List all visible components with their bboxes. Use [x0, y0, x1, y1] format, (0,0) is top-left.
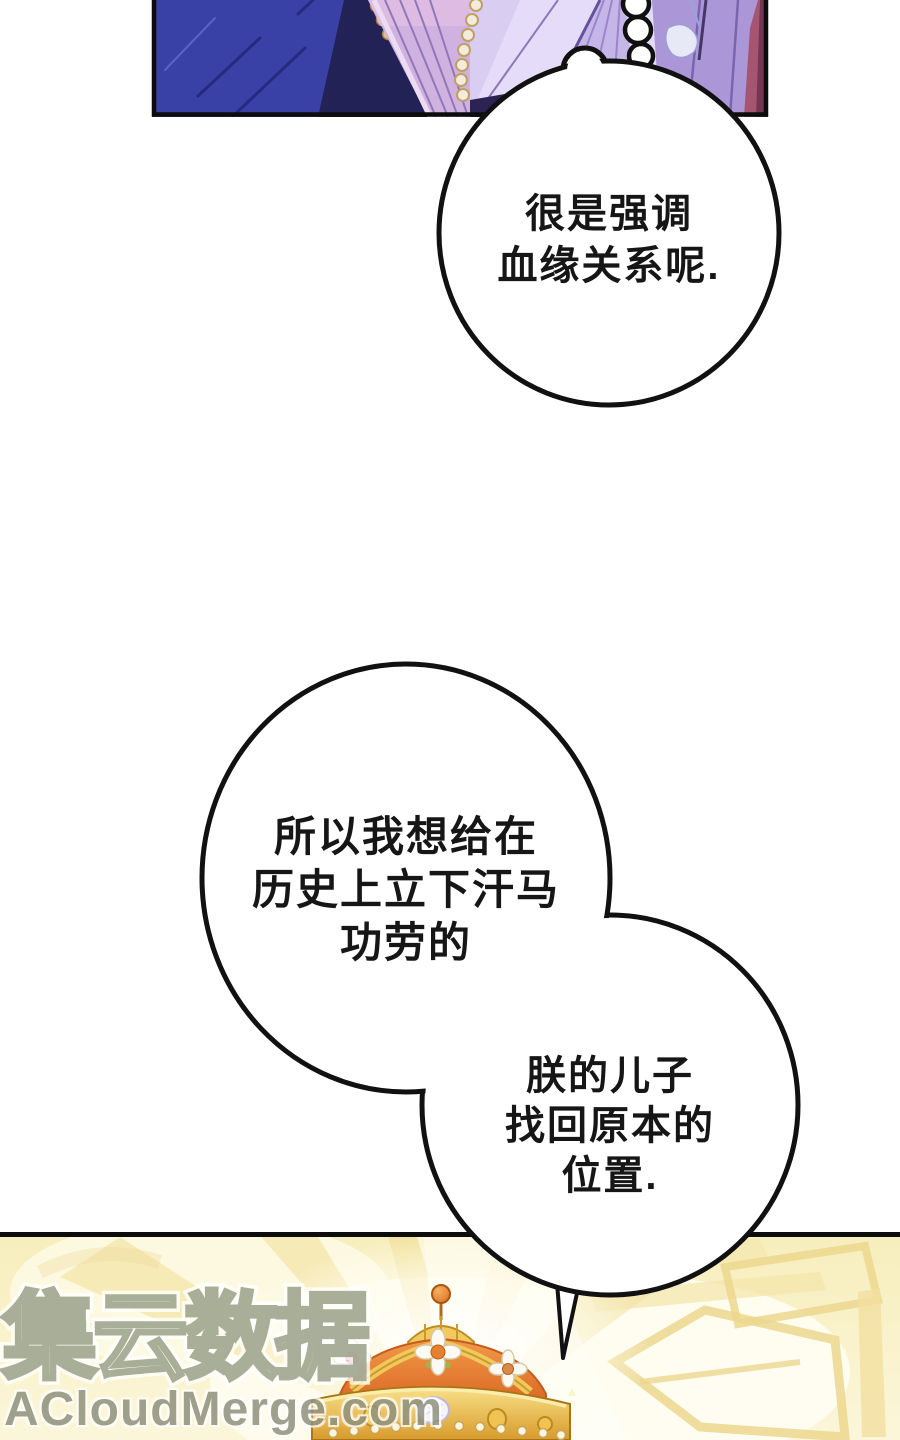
dialogue-bubble-2-text: 所以我想给在 历史上立下汗马 功劳的 [186, 810, 626, 969]
dialogue-line: 功劳的 [339, 919, 472, 966]
watermark-cjk: 集云数据 [0, 1285, 372, 1391]
lace-cuff [665, 23, 699, 59]
watermark-cjk-halo: 集云数据 [0, 1283, 376, 1394]
dialogue-bubble-1-text: 很是强调 血缘关系呢. [429, 188, 789, 292]
dialogue-line: 历史上立下汗马 [251, 866, 560, 913]
dialogue-line: 找回原本的 [505, 1104, 715, 1148]
dialogue-bubble-3-text: 朕的儿子 找回原本的 位置. [450, 1051, 770, 1201]
dialogue-line: 很是强调 [525, 192, 693, 236]
dialogue-line: 朕的儿子 [526, 1054, 694, 1098]
bottom-panel-border [0, 1232, 900, 1237]
speech-bubble-top [436, 45, 782, 408]
bottom-panel-illustration [0, 1232, 900, 1440]
coat-buttons [620, 0, 656, 71]
watermark-url: ACloudMerge.com [4, 1383, 444, 1436]
dialogue-line: 位置. [561, 1154, 659, 1198]
speech-bubble-joined [199, 661, 801, 1360]
crown-finial-orb [431, 1284, 451, 1304]
crown-illustration [306, 1284, 576, 1440]
pearl-chain [454, 0, 483, 102]
dialogue-line: 血缘关系呢. [497, 244, 721, 288]
top-panel-border [151, 0, 769, 117]
crown-florets [332, 1328, 528, 1388]
dialogue-line: 所以我想给在 [273, 813, 538, 860]
crown-pearls [327, 1419, 567, 1440]
